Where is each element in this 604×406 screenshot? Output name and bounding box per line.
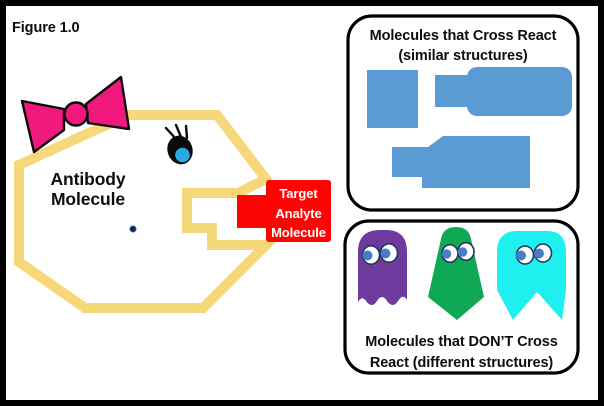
key-molecule-tab [435,75,470,107]
no-cross-react-title-line1: Molecules that DON’T Cross [365,334,558,350]
stepped-molecule [392,136,530,188]
target-analyte-body [266,180,331,242]
target-label-line2: Analyte [275,205,322,221]
bow-right-loop [84,75,131,131]
target-label-line1: Target [279,186,318,201]
target-analyte-tab [237,195,268,228]
ghost-pupil [516,250,526,261]
antibody-label-line1: Antibody [50,169,126,189]
cyan-ghost-molecule [497,231,566,320]
key-molecule [435,67,572,116]
target-label-line3: Molecule [271,225,326,240]
cross-react-title-line2: (similar structures) [398,48,528,64]
cross-react-title-line1: Molecules that Cross React [369,28,557,44]
ghost-pupil [457,247,468,257]
bow-left-loop [20,99,66,154]
no-cross-react-box-title: Molecules that DON’T Cross React (differ… [345,332,578,374]
cross-react-box-title: Molecules that Cross React (similar stru… [348,26,578,66]
green-ghost-body [428,227,484,320]
figure-label: Figure 1.0 [12,20,80,36]
ghost-pupil [362,250,373,261]
ghost-pupil [534,248,544,259]
antibody-eye [164,123,193,165]
green-ghost-molecule [428,227,484,320]
antibody-outline [14,110,279,313]
no-cross-react-title-line2: React (different structures) [369,355,554,371]
antibody-molecule-label: Antibody Molecule [36,169,140,209]
cross-react-box [346,14,580,212]
hair-bow [20,75,131,154]
purple-ghost-molecule [358,230,407,305]
no-cross-react-box [343,219,580,375]
ghost-pupil [441,249,452,259]
key-molecule-body [467,67,572,116]
ghost-pupil [380,248,391,259]
antibody-label-line2: Molecule [50,188,126,209]
square-molecule [367,70,418,128]
target-analyte-label: Target Analyte Molecule [266,184,331,243]
cyan-ghost-body [497,231,566,320]
beauty-mark [129,225,137,233]
bow-knot [63,101,89,127]
purple-ghost-body [358,230,407,305]
target-analyte-shape [237,180,331,242]
eye-iris [175,147,190,163]
